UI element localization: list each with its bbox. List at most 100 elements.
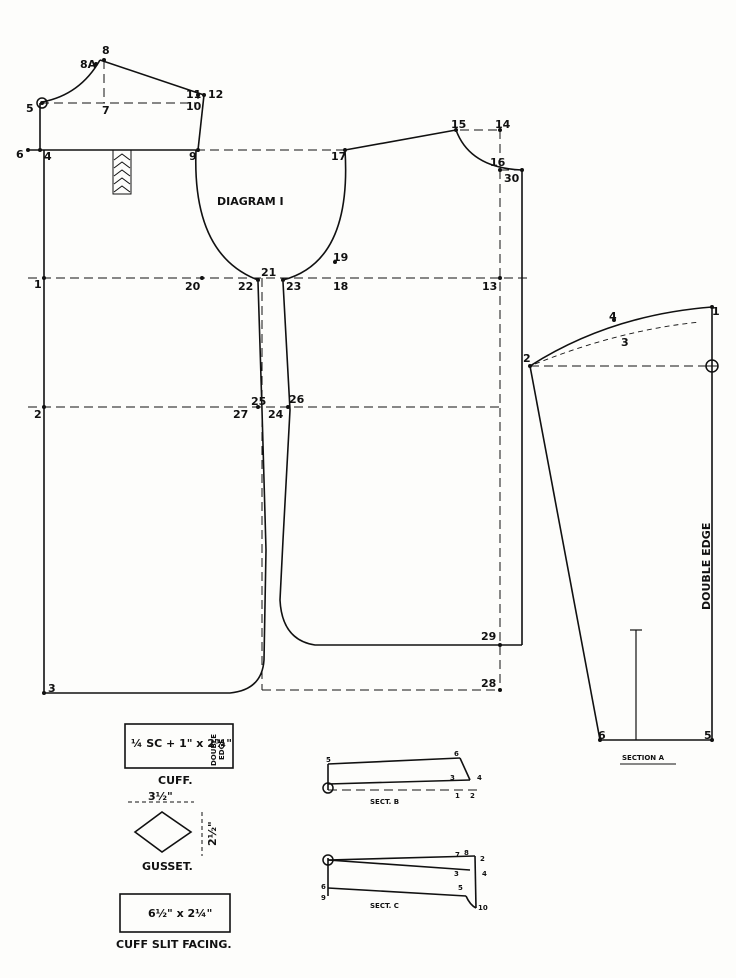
section-a-title: SECTION A — [622, 754, 665, 762]
point-label-24: 24 — [268, 408, 284, 421]
diagram-one-points: 8 8A 5 7 11 12 10 6 4 9 17 15 14 16 30 D… — [16, 44, 524, 695]
sect-b-bottom-line — [327, 779, 471, 785]
point-label-26: 26 — [289, 393, 305, 406]
sleeve-point-label-4: 4 — [609, 310, 617, 323]
sect-b-marker — [322, 782, 334, 794]
point-label-13: 13 — [482, 280, 497, 293]
point-dot — [528, 364, 532, 368]
point-dot — [598, 738, 602, 742]
point-label-28: 28 — [481, 677, 496, 690]
point-dot — [498, 128, 502, 132]
point-label-11: 11 — [186, 88, 201, 101]
point-dot — [196, 93, 200, 97]
diagram-title: DIAGRAM I — [217, 195, 284, 208]
point-dot — [256, 405, 260, 409]
point-dot — [286, 405, 290, 409]
point-label-3: 3 — [48, 682, 56, 695]
point-label-5: 5 — [26, 102, 34, 115]
front-neckline — [455, 129, 523, 171]
sect-b-point-3: 3 — [450, 774, 455, 782]
point-5-marker — [36, 97, 48, 109]
point-dot — [42, 276, 46, 280]
cuff-slit-facing-label: CUFF SLIT FACING. — [116, 938, 232, 951]
front-armhole — [282, 149, 347, 281]
point-dot — [38, 148, 42, 152]
sect-b-point-5: 5 — [326, 756, 331, 764]
point-dot — [102, 58, 106, 62]
sect-c-point-9: 9 — [321, 894, 326, 902]
point-label-19: 19 — [333, 251, 348, 264]
point-label-8: 8 — [102, 44, 110, 57]
sect-c-point-5: 5 — [458, 884, 463, 892]
diagram-one-body-draft — [28, 59, 528, 694]
point-label-9: 9 — [189, 150, 197, 163]
point-dot — [498, 168, 502, 172]
front-side-seam — [279, 281, 522, 646]
point-label-25: 25 — [251, 395, 266, 408]
sect-c-top-line — [327, 855, 476, 861]
point-dot — [710, 738, 714, 742]
point-label-15: 15 — [451, 118, 466, 131]
sect-c-lower-line — [327, 887, 467, 897]
point-dot — [454, 128, 458, 132]
point-label-6: 6 — [16, 148, 24, 161]
sect-c-point-7: 7 — [455, 851, 460, 859]
sect-b-point-2: 2 — [470, 792, 475, 800]
point-dot — [710, 305, 714, 309]
cuff-slit-facing-size: 6½" x 2¼" — [148, 907, 212, 920]
back-hem — [44, 549, 267, 694]
sect-b-top-line — [327, 757, 461, 765]
sect-c-point-2: 2 — [480, 855, 485, 863]
point-label-10: 10 — [186, 100, 202, 113]
sect-c-point-8: 8 — [464, 849, 469, 857]
sleeve-point-label-1: 1 — [712, 305, 720, 318]
gusset-diamond — [133, 811, 193, 853]
sect-b-point-1: 1 — [455, 792, 460, 800]
sect-c-right-line — [474, 855, 477, 909]
point-dot — [256, 278, 260, 282]
back-armhole-upper — [197, 94, 205, 151]
back-armhole — [194, 149, 259, 281]
point-label-1: 1 — [34, 278, 42, 291]
point-dot — [498, 688, 502, 692]
point-label-21: 21 — [261, 266, 276, 279]
sleeve-head-curve — [529, 306, 713, 367]
point-dot — [40, 101, 44, 105]
point-dot — [281, 278, 285, 282]
sect-c-point-3: 3 — [454, 870, 459, 878]
gusset-height: 2½" — [206, 821, 219, 846]
sect-c-point-4: 4 — [482, 870, 487, 878]
point-label-17: 17 — [331, 150, 346, 163]
section-b: 5 6 3 4 1 2 SECT. B — [322, 750, 482, 806]
point-dot — [498, 643, 502, 647]
sect-c-slant-line — [327, 859, 471, 871]
cuff-formula: ¼ SC + 1" x 2¾" — [131, 737, 232, 750]
point-label-18: 18 — [333, 280, 348, 293]
point-label-16: 16 — [490, 156, 506, 169]
sect-c-marker — [322, 854, 334, 866]
sleeve-point-label-6: 6 — [598, 729, 606, 742]
sleeve-point-label-5: 5 — [704, 729, 712, 742]
front-shoulder-line — [344, 129, 457, 151]
point-label-14: 14 — [495, 118, 511, 131]
sect-c-point-10: 10 — [478, 904, 488, 912]
point-label-22: 22 — [238, 280, 253, 293]
point-dot — [200, 276, 204, 280]
point-label-2: 2 — [34, 408, 42, 421]
point-dot — [26, 148, 30, 152]
cuff-edge-note-1: DOUBLE — [210, 734, 218, 766]
point-label-4: 4 — [44, 150, 52, 163]
point-label-27: 27 — [233, 408, 248, 421]
cuff-rectangle — [124, 723, 234, 769]
back-side-seam — [257, 281, 267, 551]
point-dot — [333, 260, 337, 264]
pleat-chevrons — [113, 153, 131, 193]
point-dot — [42, 405, 46, 409]
section-a-sleeve: 1 4 3 2 6 5 DOUBLE EDGE SECTION A — [523, 305, 720, 765]
back-shoulder-line — [99, 59, 205, 96]
sect-c-flare-line — [465, 895, 477, 909]
back-neckline — [41, 59, 101, 103]
point-label-8a: 8A — [80, 58, 97, 71]
sect-b-point-6: 6 — [454, 750, 459, 758]
